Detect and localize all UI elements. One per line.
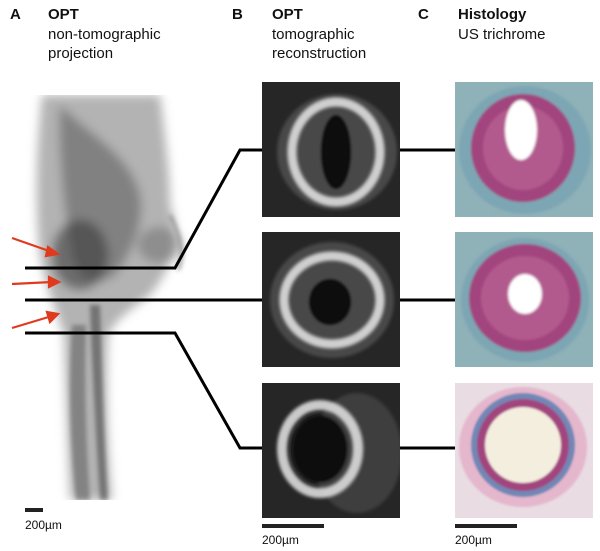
projection-image (20, 95, 200, 500)
panel-b-subtitle-2: reconstruction (272, 45, 367, 62)
histology-section-3 (455, 383, 593, 518)
histology-section-2 (455, 232, 593, 367)
panel-c-subtitle: US trichrome (458, 26, 546, 43)
opt-reconstruction-3 (262, 383, 400, 518)
scale-label-b: 200µm (262, 533, 299, 547)
panel-a-letter: A (10, 6, 21, 23)
panel-b-title: OPT (272, 6, 303, 23)
red-arrow-1 (11, 236, 61, 258)
connector-top (25, 148, 262, 270)
scale-bar-c (455, 524, 517, 528)
red-arrow-3 (11, 310, 61, 330)
red-arrow-2 (11, 275, 62, 289)
scale-bar-b (262, 524, 324, 528)
panel-b-subtitle-1: tomographic (272, 26, 355, 43)
panel-b-letter: B (232, 6, 243, 23)
opt-reconstruction-1 (262, 82, 400, 217)
panel-c-title: Histology (458, 6, 527, 23)
scale-label-a: 200µm (25, 518, 62, 532)
panel-c-letter: C (418, 6, 429, 23)
histology-section-1 (455, 82, 593, 217)
red-arrow-group (11, 236, 62, 330)
opt-reconstruction-2 (262, 232, 400, 367)
panel-a-subtitle-2: projection (48, 45, 114, 62)
scale-bar-a (25, 508, 43, 512)
panel-a-subtitle-1: non-tomographic (48, 26, 161, 43)
panel-a-title: OPT (48, 6, 79, 23)
scale-label-c: 200µm (455, 533, 492, 547)
connector-bottom (25, 331, 262, 450)
